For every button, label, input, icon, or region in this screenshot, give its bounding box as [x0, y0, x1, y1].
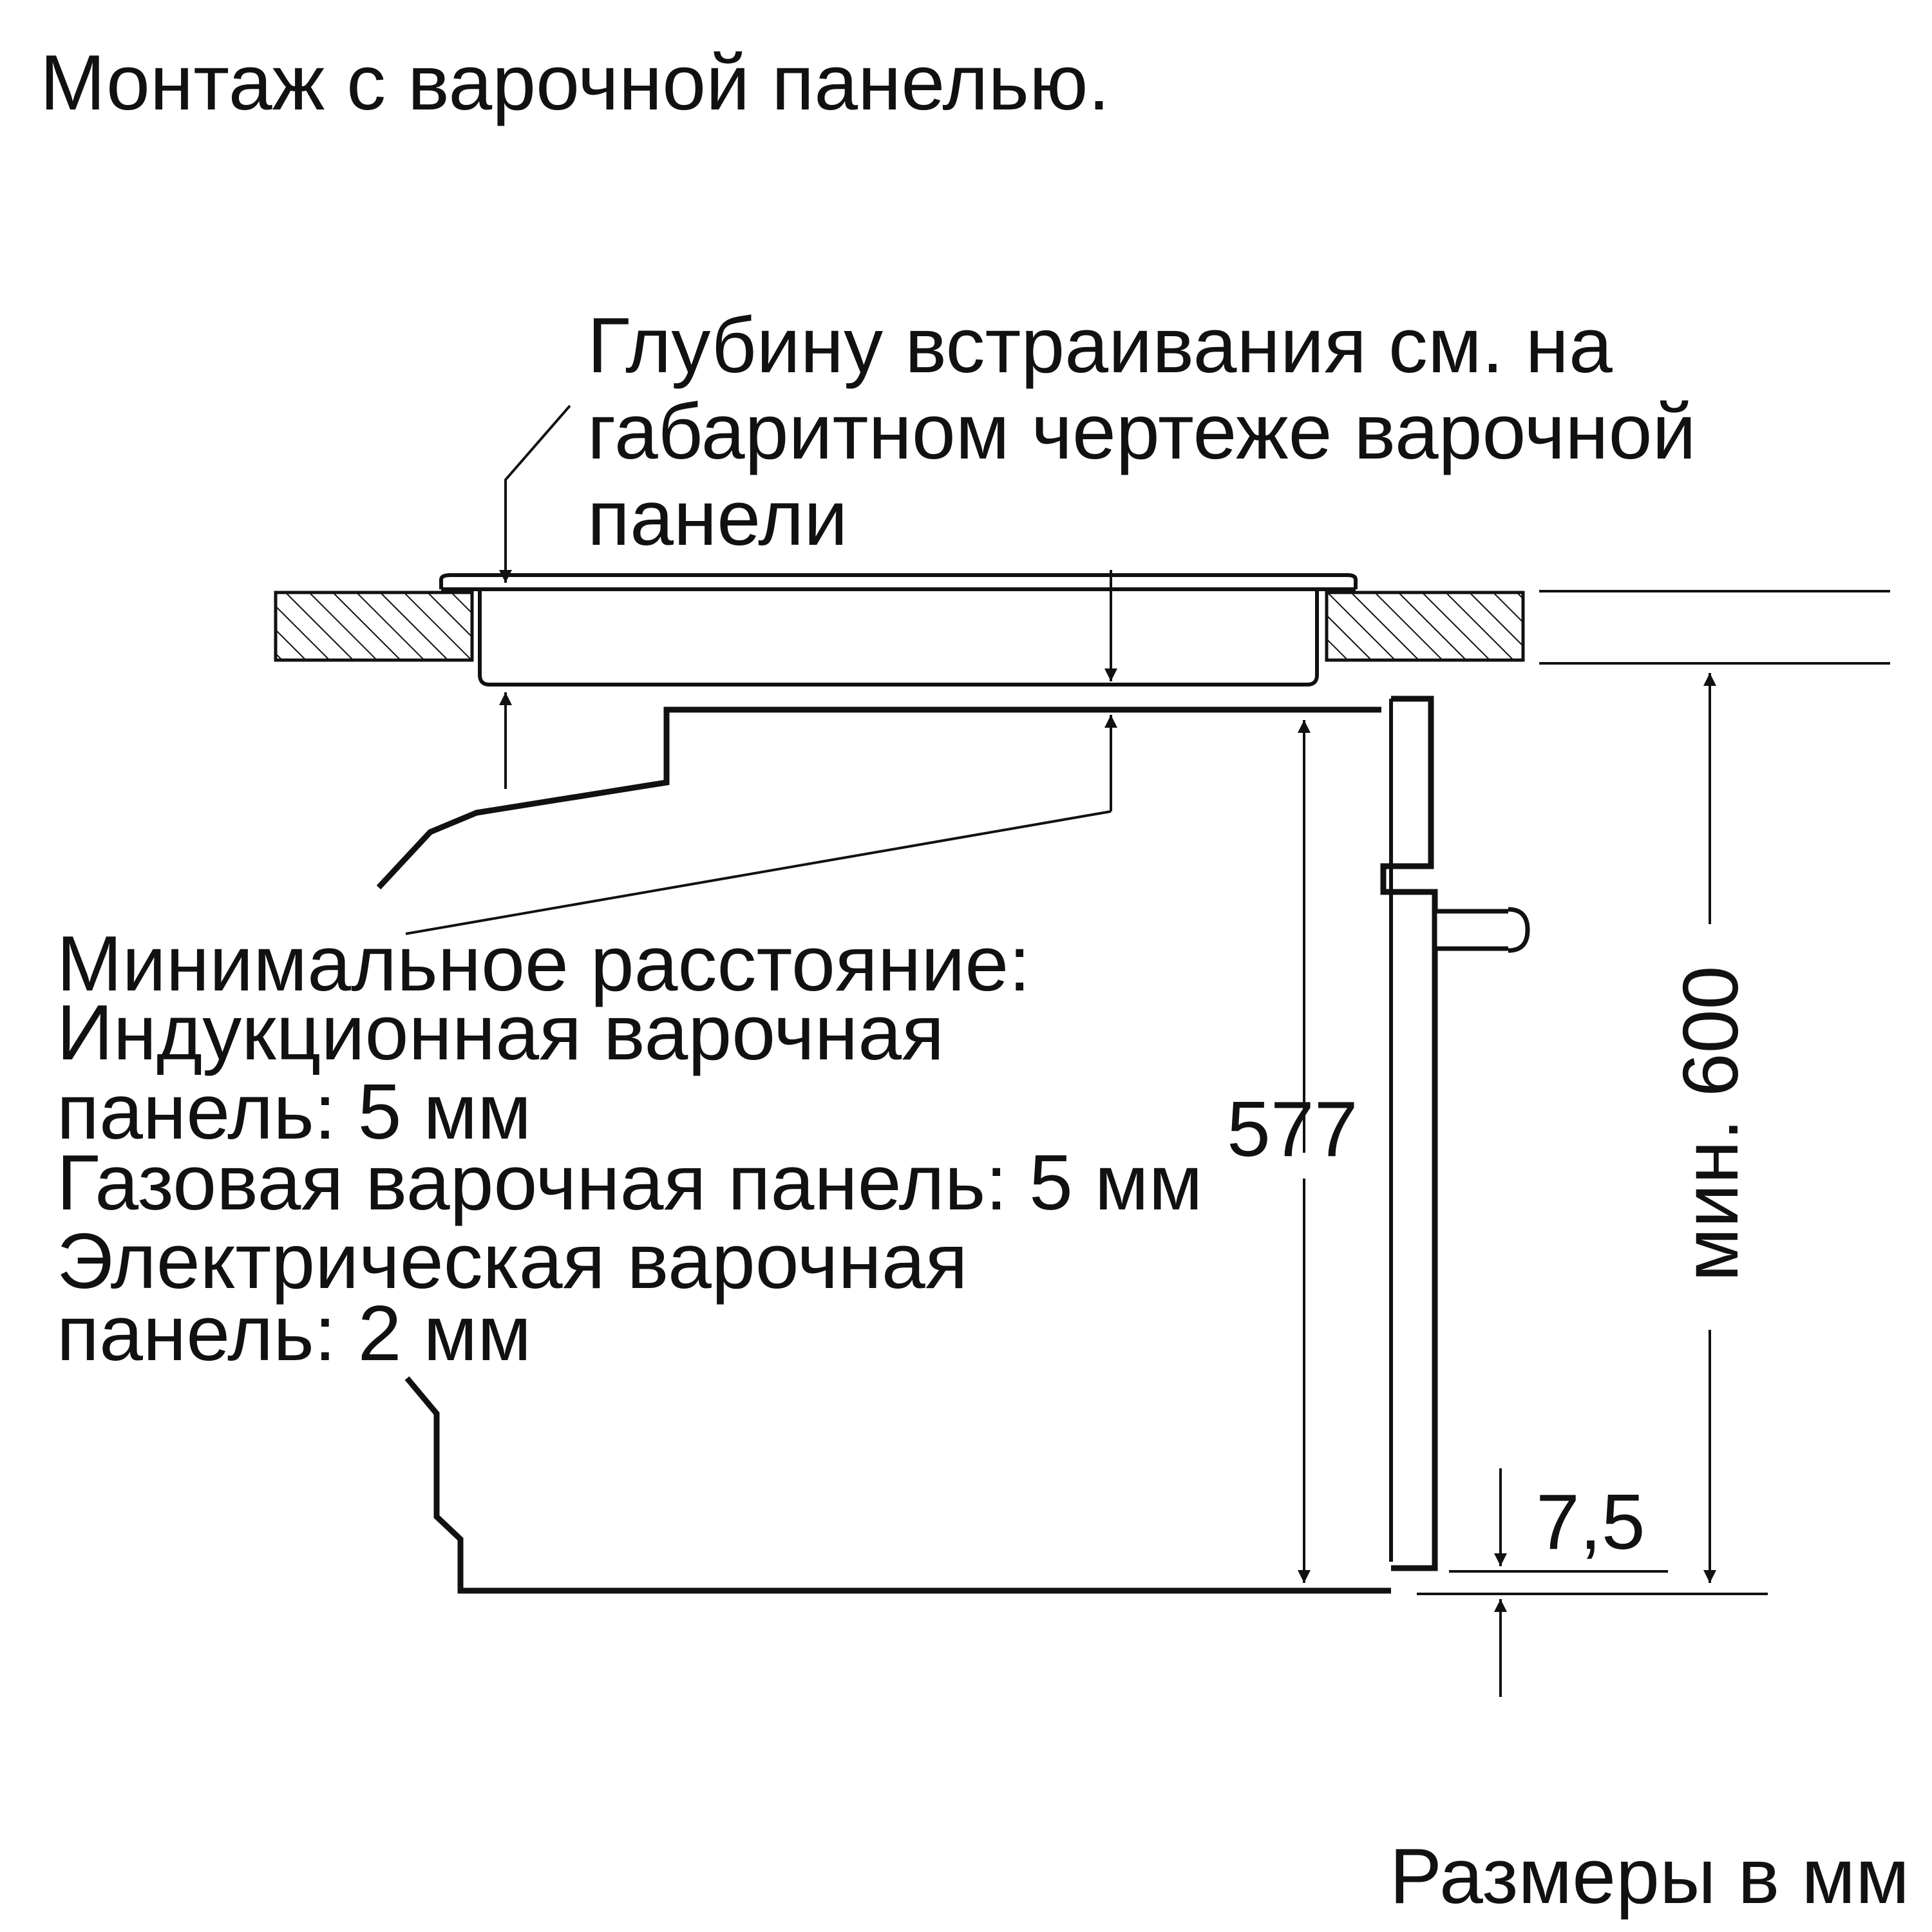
units-note: Размеры в мм: [1390, 1832, 1909, 1920]
depth-note: Глубину встраивания см. на габаритном че…: [587, 301, 1696, 562]
min-distance-leader: [405, 810, 1112, 935]
diagram-title: Монтаж с варочной панелью.: [40, 39, 1110, 126]
oven-knob-icon: [1432, 907, 1530, 953]
min-distance-line-3: панель: 5 мм: [57, 1068, 531, 1155]
oven-body-outline: [376, 706, 1381, 890]
min-distance-line-6: панель: 2 мм: [57, 1289, 531, 1377]
min-distance-line-4: Газовая варочная панель: 5 мм: [57, 1139, 1203, 1226]
depth-note-line-1: Глубину встраивания см. на: [587, 301, 1613, 389]
depth-note-line-2: габаритном чертеже варочной: [587, 388, 1696, 475]
min-distance-line-1: Минимальное расстояние:: [57, 920, 1030, 1007]
dim-600-label: мин. 600: [1667, 966, 1754, 1282]
min-distance-line-5: Электрическая варочная: [57, 1217, 968, 1305]
worktop-right: [1325, 591, 1525, 662]
dim-7-5-label: 7,5: [1536, 1478, 1645, 1566]
depth-note-leader: [499, 404, 571, 583]
oven-door-lower: [1391, 914, 1438, 1571]
oven-body-outline-lower: [404, 1376, 1391, 1594]
dim-577-label: 577: [1227, 1085, 1358, 1173]
hob-body: [478, 591, 1319, 687]
oven-door-upper: [1380, 696, 1438, 914]
min-distance-line-2: Индукционная варочная: [57, 989, 944, 1076]
hob-top-plate: [439, 573, 1358, 589]
worktop-left: [274, 591, 474, 662]
depth-note-line-3: панели: [587, 474, 848, 562]
min-distance-note: Минимальное расстояние: Индукционная вар…: [57, 920, 1203, 1377]
